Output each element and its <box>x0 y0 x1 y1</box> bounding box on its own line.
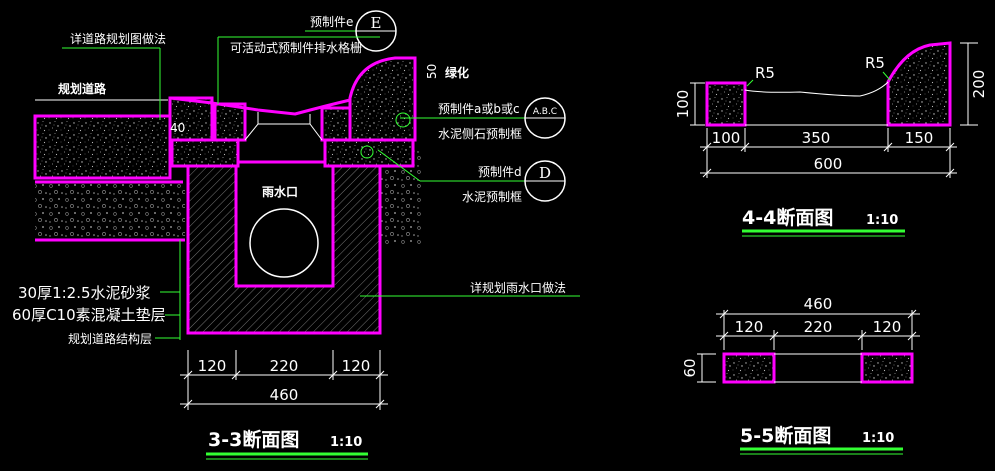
dim-3-3-total: 460 <box>270 386 299 404</box>
title-3-3: 3-3断面图 <box>208 428 299 451</box>
label-curb-frame: 水泥侧石预制框 <box>438 127 522 141</box>
inlet-chamber <box>234 160 335 288</box>
dim-5-5-height: 60 <box>681 358 699 377</box>
callout-e-letter: E <box>371 14 382 32</box>
scale-3-3: 1:10 <box>330 435 362 450</box>
dim-50: 50 <box>425 64 439 79</box>
grate-top-line <box>169 96 351 116</box>
road-base-layer <box>35 182 185 240</box>
curb-block-2 <box>213 102 247 142</box>
dim-3-3-part-2: 220 <box>270 357 299 375</box>
radius-4-4-left: R5 <box>755 64 775 82</box>
section-4-4: R5 R5 100 350 150 600 100 <box>674 41 988 237</box>
precast-frame-left <box>170 138 240 168</box>
dim-5-5-part-2: 220 <box>804 318 833 336</box>
label-mortar: 30厚1:2.5水泥砂浆 <box>18 284 151 302</box>
label-planned-road: 规划道路 <box>58 81 107 96</box>
title-4-4: 4-4断面图 <box>742 206 833 229</box>
scale-5-5: 1:10 <box>862 431 894 446</box>
callout-abc-letter: A.B.C <box>533 107 557 117</box>
label-green: 绿化 <box>445 65 469 80</box>
section-5-5: 460 120 220 120 60 5-5断面图 1:10 <box>681 295 920 455</box>
label-grate: 可活动式预制件排水格栅 <box>230 40 362 55</box>
dim-4-4-part-3: 150 <box>905 129 934 147</box>
block-5-5-left <box>722 352 776 384</box>
dim-4-4-height-left: 100 <box>674 90 692 119</box>
dim-5-5-part-1: 120 <box>735 318 764 336</box>
label-detail-road: 详道路规划图做法 <box>70 31 166 46</box>
dim-40: 40 <box>170 121 185 135</box>
dim-4-4-total: 600 <box>814 155 843 173</box>
dims-5-5 <box>697 309 920 383</box>
road-surface-layer <box>33 114 172 180</box>
dims-3-3 <box>180 350 388 410</box>
label-inlet: 雨水口 <box>262 184 298 199</box>
dim-4-4-part-2: 350 <box>802 129 831 147</box>
block-4-4-right <box>886 41 952 127</box>
label-cement-frame: 水泥预制框 <box>462 190 522 204</box>
dim-3-3-part-1: 120 <box>198 357 227 375</box>
dims-4-4 <box>690 42 978 178</box>
label-prefab-abc: 预制件a或b或c <box>438 102 520 116</box>
scale-4-4: 1:10 <box>866 213 898 228</box>
dim-5-5-total: 460 <box>804 295 833 313</box>
tall-curb <box>348 56 417 142</box>
label-road-struct: 规划道路结构层 <box>68 331 152 346</box>
label-prefab-d: 预制件d <box>478 165 522 179</box>
leader-dot-abc <box>395 112 411 128</box>
inlet-pipe <box>249 208 319 278</box>
grate-underside <box>244 123 323 141</box>
leader-dot-d <box>360 145 374 159</box>
radius-4-4-right: R5 <box>865 54 885 72</box>
precast-frame-right <box>323 138 415 168</box>
callout-d-letter: D <box>539 164 551 182</box>
dim-4-4-height-right: 200 <box>970 70 988 99</box>
title-5-5: 5-5断面图 <box>740 424 831 447</box>
curb-block-1 <box>168 96 214 142</box>
leader-prefab-d-diag <box>377 149 421 182</box>
section-3-3: 详道路规划图做法 规划道路 40 预制件e E 可活动式预制件排水格栅 绿化 5… <box>12 10 580 460</box>
leader-r5-right <box>882 71 891 81</box>
block-4-4-left <box>705 81 747 127</box>
label-prefab-e: 预制件e <box>310 15 353 29</box>
profile-4-4 <box>744 81 889 97</box>
label-detail-inlet: 详规划雨水口做法 <box>470 280 566 295</box>
dim-4-4-part-1: 100 <box>712 129 741 147</box>
label-concrete: 60厚C10素混凝土垫层 <box>12 306 166 324</box>
dim-3-3-part-3: 120 <box>342 357 371 375</box>
leader-r5-left <box>746 79 754 87</box>
dim-5-5-part-3: 120 <box>873 318 902 336</box>
block-5-5-right <box>860 352 914 384</box>
